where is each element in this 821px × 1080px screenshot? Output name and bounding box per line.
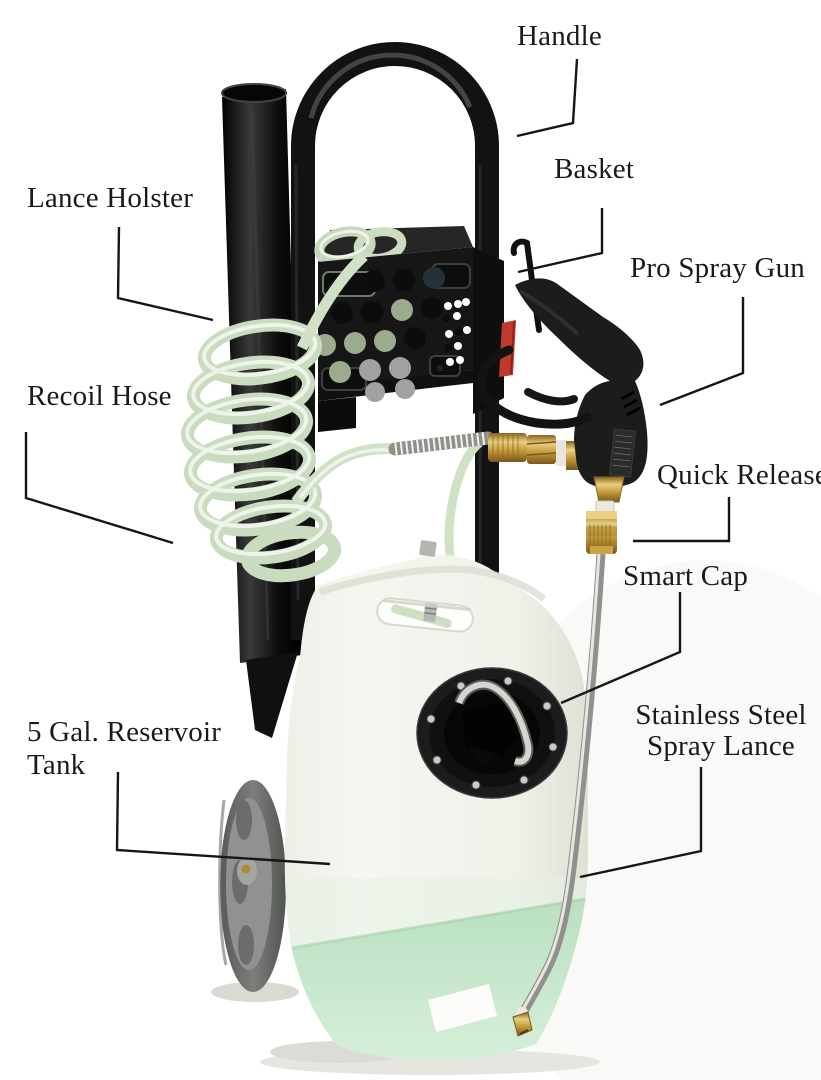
callout-label-spray-lance-line1: Stainless Steel bbox=[635, 699, 807, 731]
callout-label-spray-lance: Stainless Steel Spray Lance bbox=[630, 700, 812, 762]
leader-line-recoil-hose bbox=[24, 432, 174, 545]
leader-line-lance-holster bbox=[116, 226, 214, 322]
callout-label-reservoir-tank-line1: 5 Gal. Reservoir bbox=[27, 716, 222, 748]
leader-line-reservoir-tank bbox=[115, 771, 331, 866]
wheel bbox=[218, 780, 286, 992]
cap-bail-handle bbox=[456, 681, 532, 765]
smart-cap bbox=[416, 667, 568, 799]
leader-line-basket bbox=[517, 208, 604, 274]
leader-line-spray-lance bbox=[579, 767, 703, 879]
reservoir-tank bbox=[284, 554, 588, 1061]
basket bbox=[314, 226, 504, 432]
callout-label-pro-spray-gun: Pro Spray Gun bbox=[630, 252, 805, 284]
spray-gun bbox=[476, 238, 648, 488]
gun-vents bbox=[620, 390, 641, 417]
tank-sticker bbox=[428, 984, 497, 1032]
spray-lance bbox=[512, 553, 606, 1037]
callout-label-smart-cap: Smart Cap bbox=[623, 560, 749, 592]
strain-relief-spring bbox=[388, 431, 495, 456]
callout-label-reservoir-tank-line2: Tank bbox=[27, 749, 86, 781]
callout-label-reservoir-tank: 5 Gal. Reservoir Tank bbox=[27, 716, 221, 782]
leader-lines bbox=[24, 58, 745, 879]
hose-in-slot bbox=[390, 604, 452, 628]
callout-label-recoil-hose: Recoil Hose bbox=[27, 380, 172, 412]
tank-handle-slot bbox=[376, 597, 474, 633]
hose-to-basket bbox=[297, 251, 368, 351]
handle-highlight bbox=[308, 52, 473, 119]
liquid-level bbox=[284, 898, 588, 1061]
gun-hook bbox=[510, 238, 542, 333]
recoil-hose-coil bbox=[180, 251, 397, 583]
trigger-lever bbox=[524, 388, 578, 406]
wheel-axle-screw bbox=[241, 864, 251, 874]
leader-line-handle bbox=[516, 58, 579, 138]
quick-release-coupler bbox=[586, 511, 617, 554]
callout-label-quick-release: Quick Release bbox=[657, 459, 821, 491]
gun-outlet-elbow bbox=[593, 476, 625, 513]
callout-label-lance-holster: Lance Holster bbox=[27, 182, 194, 214]
tank-feed-hose bbox=[444, 438, 484, 562]
basket-holes bbox=[314, 267, 471, 402]
brass-fittings bbox=[488, 433, 591, 470]
leader-line-smart-cap bbox=[560, 592, 682, 705]
callout-label-basket: Basket bbox=[554, 153, 635, 185]
leader-line-pro-spray-gun bbox=[659, 297, 745, 407]
cap-screws bbox=[426, 676, 558, 790]
callout-label-handle: Handle bbox=[517, 20, 602, 52]
hose-clip bbox=[419, 540, 437, 557]
leader-line-quick-release bbox=[633, 497, 731, 543]
trigger-guard bbox=[476, 345, 592, 429]
callout-label-spray-lance-line2: Spray Lance bbox=[647, 730, 795, 762]
gun-spec-sticker bbox=[609, 428, 636, 478]
